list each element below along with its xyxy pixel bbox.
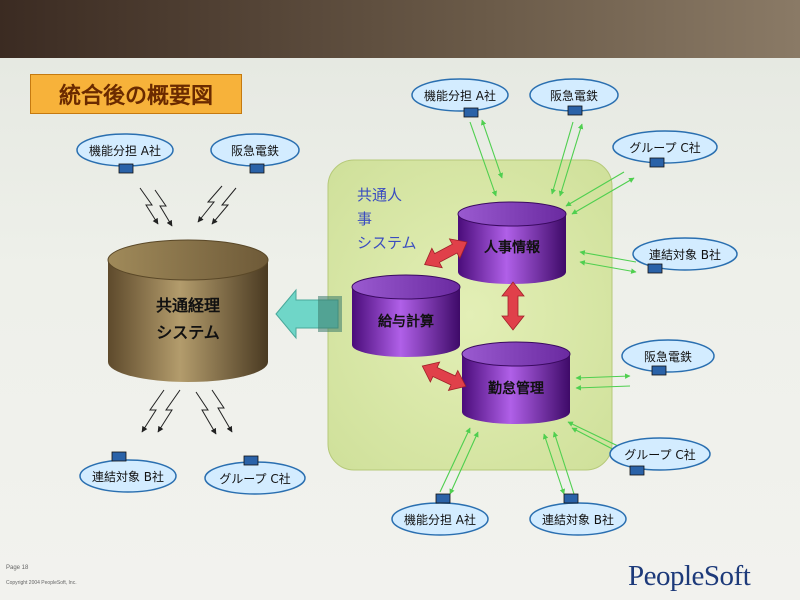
accounting-label-line2: システム: [156, 323, 220, 342]
svg-text:機能分担 A社: 機能分担 A社: [89, 143, 161, 158]
svg-text:機能分担 A社: 機能分担 A社: [424, 88, 496, 103]
svg-text:連結対象 B社: 連結対象 B社: [542, 512, 614, 527]
terminal-icon: [651, 365, 667, 376]
company-cloud-left-top-hankyu: 阪急電鉄: [210, 133, 300, 174]
payroll-cylinder: 給与計算: [351, 274, 461, 357]
terminal-icon: [435, 493, 451, 504]
arrow-payroll-hrinfo: [424, 238, 468, 269]
common-hr-title-line1: 共通人: [357, 186, 402, 204]
terminal-icon: [629, 465, 645, 476]
left-connectors: [139, 185, 237, 435]
svg-text:阪急電鉄: 阪急電鉄: [644, 349, 692, 364]
company-cloud-right-top-hankyu: 阪急電鉄: [529, 78, 619, 116]
company-cloud-right-group-c-lower: グループ C社: [609, 437, 711, 476]
terminal-icon: [563, 493, 579, 504]
arrow-payroll-attendance: [421, 361, 467, 391]
svg-text:グループ C社: グループ C社: [219, 471, 290, 486]
terminal-icon: [118, 163, 134, 174]
svg-text:グループ C社: グループ C社: [624, 447, 695, 462]
company-cloud-right-bottom-a: 機能分担 A社: [391, 493, 489, 536]
slide-title: 統合後の概要図: [30, 74, 242, 114]
terminal-icon: [649, 157, 665, 168]
terminal-icon: [647, 263, 663, 274]
terminal-icon: [111, 451, 127, 462]
background-top-band: [0, 0, 800, 62]
attendance-label: 勤怠管理: [488, 380, 544, 397]
terminal-icon: [243, 455, 259, 466]
company-cloud-right-renketsu-b: 連結対象 B社: [632, 237, 738, 274]
svg-text:機能分担 A社: 機能分担 A社: [404, 512, 476, 527]
accounting-system-cylinder: 共通経理 システム: [107, 239, 269, 382]
terminal-icon: [567, 105, 583, 116]
svg-text:連結対象 B社: 連結対象 B社: [92, 469, 164, 484]
svg-text:連結対象 B社: 連結対象 B社: [649, 247, 721, 262]
accounting-label-line1: 共通経理: [156, 296, 220, 315]
footer-copyright: Copyright 2004 PeopleSoft, Inc.: [6, 580, 77, 586]
company-cloud-left-bottom-b: 連結対象 B社: [79, 451, 177, 493]
data-flow-arrow-teal: [275, 288, 342, 340]
company-cloud-left-top-a: 機能分担 A社: [76, 133, 174, 174]
svg-text:阪急電鉄: 阪急電鉄: [231, 143, 279, 158]
attendance-cylinder: 勤怠管理: [461, 341, 571, 424]
hr-info-label: 人事情報: [484, 239, 541, 256]
terminal-icon: [463, 107, 479, 118]
hr-info-cylinder: 人事情報: [457, 201, 567, 284]
terminal-icon: [249, 163, 265, 174]
common-hr-title-line2: 事: [357, 210, 372, 228]
company-cloud-right-hankyu-lower: 阪急電鉄: [621, 339, 715, 376]
svg-text:グループ C社: グループ C社: [629, 140, 700, 155]
peoplesoft-logo: PeopleSoft: [628, 560, 751, 592]
company-cloud-right-top-a: 機能分担 A社: [411, 78, 509, 118]
common-hr-title-line3: システム: [357, 234, 417, 252]
payroll-label: 給与計算: [378, 313, 434, 330]
company-cloud-right-group-c-upper: グループ C社: [612, 130, 718, 168]
svg-text:阪急電鉄: 阪急電鉄: [550, 88, 598, 103]
company-cloud-left-bottom-c: グループ C社: [204, 455, 306, 495]
company-cloud-right-bottom-b: 連結対象 B社: [529, 493, 627, 536]
arrow-hrinfo-attendance: [501, 281, 525, 331]
footer-page-number: Page 18: [6, 565, 29, 571]
